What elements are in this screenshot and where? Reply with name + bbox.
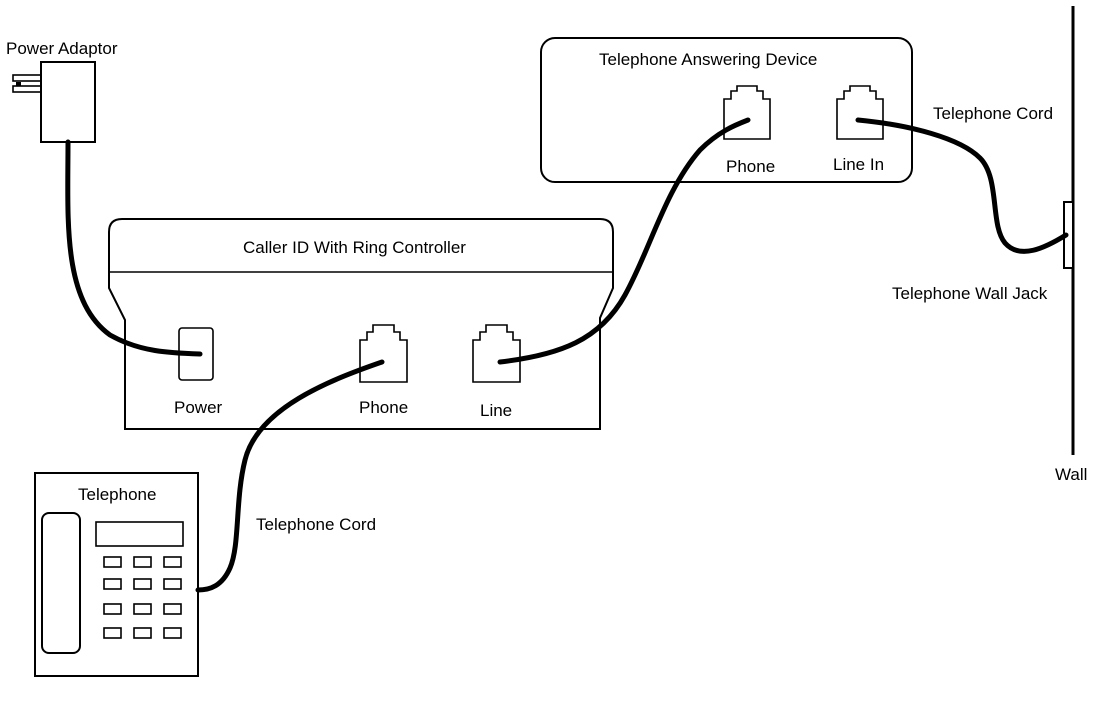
keypad-key — [133, 603, 152, 615]
label-cord-top: Telephone Cord — [933, 104, 1053, 123]
cord-cid-phone-to-telephone — [195, 359, 385, 593]
power-adaptor-pin — [16, 82, 21, 86]
keypad-key — [163, 627, 182, 639]
power-adaptor-prong-top — [12, 74, 42, 82]
answering-device-body — [540, 37, 913, 183]
keypad-key — [133, 556, 152, 568]
telephone-display — [95, 521, 184, 547]
label-cid-line: Line — [480, 401, 512, 420]
tad-line-in-jack-icon — [836, 85, 884, 140]
label-tad-line-in: Line In — [833, 155, 884, 174]
telephone-keypad — [103, 556, 182, 639]
telephone-handset — [41, 512, 81, 654]
cord-cid-line-to-tad-phone — [497, 117, 751, 365]
label-telephone: Telephone — [78, 485, 156, 504]
label-tad-phone: Phone — [726, 157, 775, 176]
label-answering-device: Telephone Answering Device — [599, 50, 817, 69]
power-adaptor — [12, 61, 96, 143]
answering-device — [540, 37, 913, 183]
keypad-key — [103, 627, 122, 639]
keypad-key — [163, 578, 182, 590]
keypad-key — [163, 556, 182, 568]
power-adaptor-prong-bottom — [12, 85, 42, 93]
cord-tad-line-in-to-wall-jack — [855, 117, 1069, 254]
label-power-adaptor: Power Adaptor — [6, 39, 118, 58]
label-caller-id: Caller ID With Ring Controller — [243, 238, 466, 257]
power-adaptor-body — [40, 61, 96, 143]
label-cid-power: Power — [174, 398, 223, 417]
caller-id-unit — [108, 218, 614, 430]
label-cord-bottom: Telephone Cord — [256, 515, 376, 534]
keypad-key — [103, 578, 122, 590]
keypad-key — [103, 556, 122, 568]
keypad-key — [163, 603, 182, 615]
keypad-key — [103, 603, 122, 615]
label-cid-phone: Phone — [359, 398, 408, 417]
telephone — [34, 472, 199, 677]
label-wall-jack: Telephone Wall Jack — [892, 284, 1048, 303]
cid-phone-jack-icon — [359, 324, 408, 383]
keypad-key — [133, 578, 152, 590]
cid-line-jack-icon — [472, 324, 521, 383]
tad-phone-jack-icon — [723, 85, 771, 140]
keypad-key — [133, 627, 152, 639]
label-wall: Wall — [1055, 465, 1087, 484]
power-cord — [65, 139, 203, 357]
